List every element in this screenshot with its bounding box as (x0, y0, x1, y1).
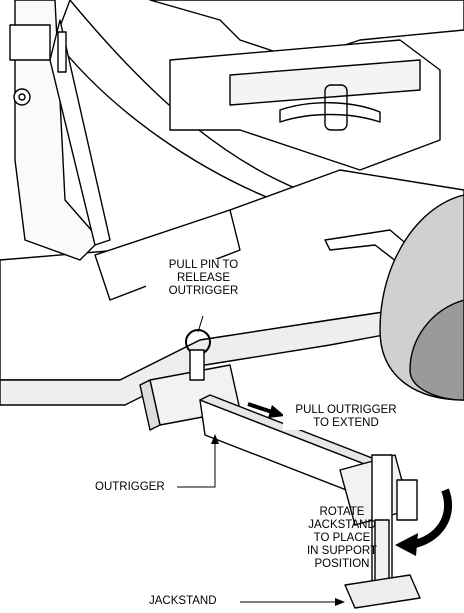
rotate-arrow (409, 488, 453, 549)
label-pull-outrigger: PULL OUTRIGGER TO EXTEND (283, 404, 409, 430)
label-outrigger-text: OUTRIGGER (95, 481, 165, 493)
axle-u-bolt (324, 84, 348, 131)
pull-arrow (247, 402, 273, 414)
label-rotate-jackstand: ROTATE JACKSTAND TO PLACE IN SUPPORT POS… (302, 506, 382, 571)
label-rotate-line1: ROTATE (319, 506, 365, 518)
label-jackstand: JACKSTAND (148, 595, 218, 608)
outrigger-leader (177, 440, 216, 488)
label-pull-pin-line1: PULL PIN TO (168, 259, 239, 271)
label-rotate-line3: TO PLACE (313, 532, 371, 544)
rotate-arrow-head (395, 533, 418, 556)
hitch-pin-hole (18, 93, 26, 101)
pin-leader (197, 315, 204, 333)
label-rotate-line5: POSITION (314, 558, 370, 570)
gusset-plate (94, 209, 241, 301)
label-pull-outrigger-line1: PULL OUTRIGGER (295, 404, 397, 416)
hitch-rod (57, 31, 67, 73)
outrigger-leader-head (211, 434, 219, 444)
label-pull-outrigger-line2: TO EXTEND (313, 417, 379, 429)
label-outrigger: OUTRIGGER (94, 481, 166, 494)
release-pin-body (189, 349, 205, 381)
jackstand-leader-head (335, 598, 345, 606)
label-pull-pin: PULL PIN TO RELEASE OUTRIGGER (146, 259, 261, 298)
label-pull-pin-line3: OUTRIGGER (168, 285, 239, 297)
hitch-bracket (9, 24, 51, 61)
jackstand-crank (396, 479, 418, 521)
pull-arrow-head (268, 405, 285, 418)
leaf-spring (279, 102, 381, 123)
tire-tread (409, 299, 464, 401)
outrigger-sleeve-side (139, 379, 161, 431)
label-jackstand-text: JACKSTAND (149, 595, 217, 607)
chassis-crossmember (229, 59, 421, 106)
label-rotate-line2: JACKSTAND (308, 519, 376, 531)
jackstand-foot (344, 574, 421, 609)
label-pull-pin-line2: RELEASE (176, 272, 231, 284)
a-frame-brace (49, 19, 111, 246)
deck-edge (0, 299, 464, 406)
label-rotate-line4: IN SUPPORT (306, 545, 378, 557)
